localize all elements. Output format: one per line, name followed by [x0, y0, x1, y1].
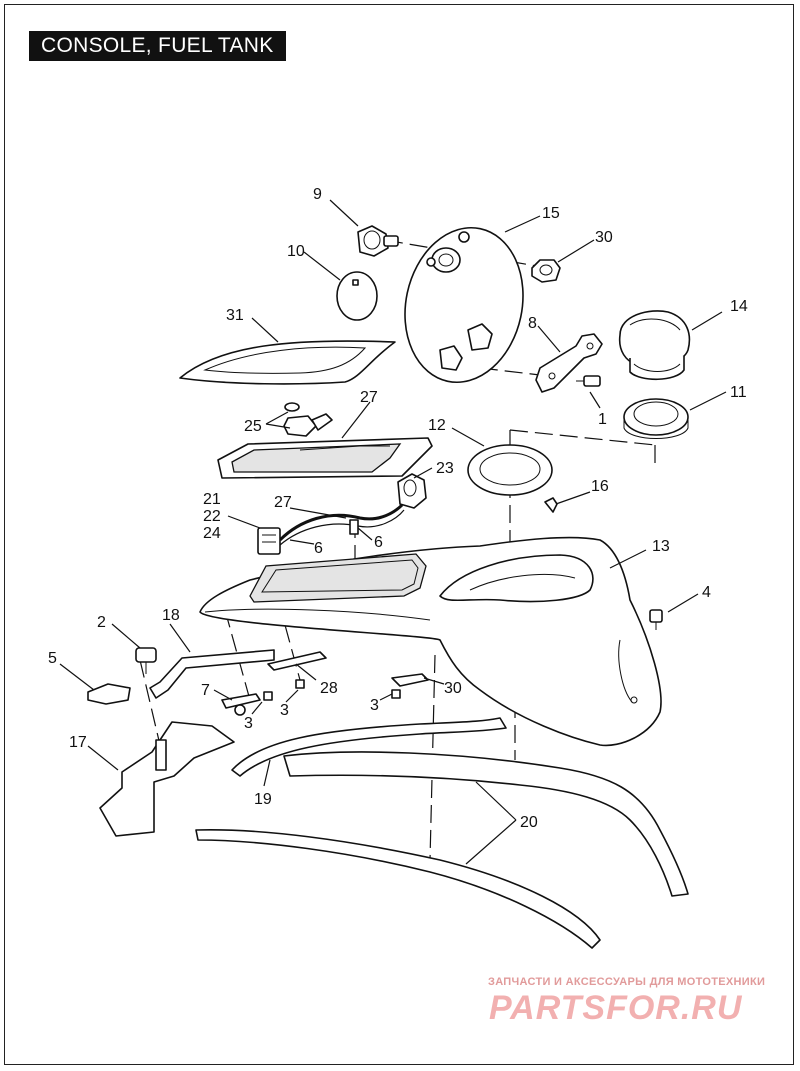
watermark-logo: PARTSFOR.RU	[489, 989, 743, 1027]
callout-14: 14	[730, 298, 748, 315]
part-28-clip	[267, 651, 327, 671]
callout-24: 24	[203, 525, 221, 542]
callout-6-right: 6	[374, 534, 383, 551]
callout-27-top: 27	[360, 389, 378, 406]
callout-31: 31	[226, 307, 244, 324]
callout-8: 8	[528, 315, 537, 332]
callout-3-left: 3	[244, 715, 253, 732]
callout-10: 10	[287, 243, 305, 260]
part-9-valve	[357, 225, 399, 257]
part-11-ring	[623, 398, 689, 439]
callout-27-mid: 27	[274, 494, 292, 511]
part-27-console-panel	[217, 437, 433, 479]
part-20-trim-strip	[195, 751, 689, 949]
callout-2: 2	[97, 614, 106, 631]
callout-7: 7	[201, 682, 210, 699]
part-17-mount-bracket	[99, 721, 235, 837]
callout-15: 15	[542, 205, 560, 222]
callout-30-top: 30	[595, 229, 613, 246]
diagram-title: CONSOLE, FUEL TANK	[29, 31, 286, 61]
callout-12: 12	[428, 417, 446, 434]
callout-6-left: 6	[314, 540, 323, 557]
callout-numbers: 9 15 30 10 31 8 14 11 1 12 27 25 23 16 2…	[48, 186, 748, 831]
part-7-clip	[221, 693, 261, 716]
part-12-gasket	[467, 444, 553, 496]
part-21-wiring-harness	[257, 503, 405, 555]
callout-13: 13	[652, 538, 670, 555]
callout-11: 11	[730, 384, 747, 401]
callout-3-right: 3	[370, 697, 379, 714]
part-30-nut	[531, 259, 561, 283]
part-14-fuel-cap	[618, 310, 691, 381]
part-4-screw	[649, 609, 663, 630]
callout-5: 5	[48, 650, 57, 667]
part-23-connector	[397, 473, 427, 509]
part-18-bracket	[149, 649, 275, 699]
part-13-console-body	[199, 536, 662, 747]
part-2-bolt	[135, 647, 157, 674]
callout-18: 18	[162, 607, 180, 624]
part-1-screw	[576, 375, 601, 387]
callout-16: 16	[591, 478, 609, 495]
part-19-wire-guide	[231, 717, 507, 777]
callout-3-mid: 3	[280, 702, 289, 719]
callout-1: 1	[598, 411, 607, 428]
part-31-trim-emblem	[179, 340, 396, 385]
watermark-tagline: ЗАПЧАСТИ И АКСЕССУАРЫ ДЛЯ МОТОТЕХНИКИ	[488, 976, 766, 988]
leader-lines	[59, 199, 727, 865]
part-16-plug	[544, 497, 558, 513]
callout-19: 19	[254, 791, 272, 808]
callout-20: 20	[520, 814, 538, 831]
part-10-seal	[336, 271, 378, 321]
callout-9: 9	[313, 186, 322, 203]
callout-21: 21	[203, 491, 221, 508]
callout-25: 25	[244, 418, 262, 435]
part-8-bracket	[535, 333, 603, 393]
callout-23: 23	[436, 460, 454, 477]
callout-17: 17	[69, 734, 87, 751]
part-30-clip	[391, 673, 429, 687]
callout-28: 28	[320, 680, 338, 697]
callout-4: 4	[702, 584, 711, 601]
callout-22: 22	[203, 508, 221, 525]
part-25-switch	[283, 402, 333, 437]
part-5-clip-nut	[87, 683, 131, 705]
diagram-frame	[4, 4, 794, 1065]
part-15-mounting-plate	[404, 226, 524, 384]
callout-30-lower: 30	[444, 680, 462, 697]
